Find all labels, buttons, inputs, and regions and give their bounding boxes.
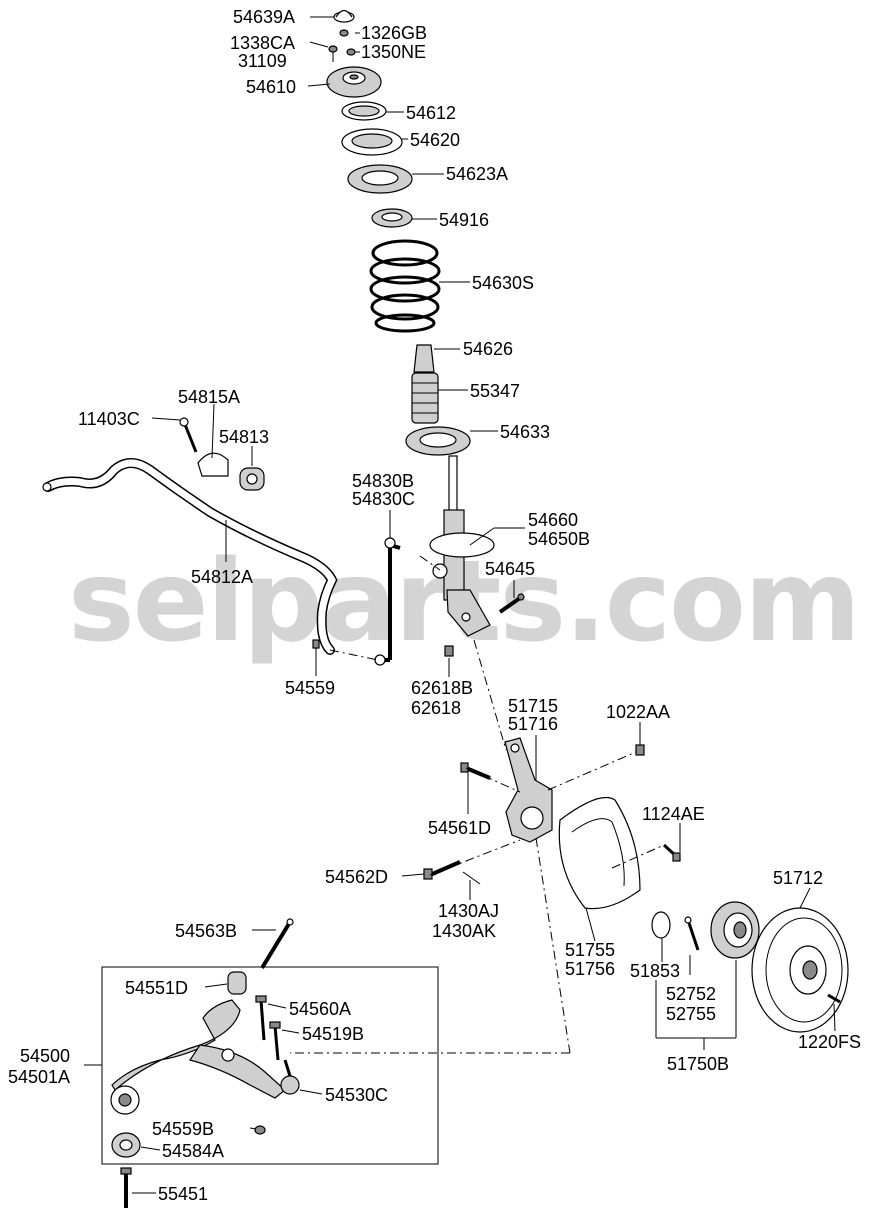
label-1220FS: 1220FS bbox=[798, 1032, 861, 1052]
label-54916: 54916 bbox=[439, 210, 489, 230]
nut-1022AA[interactable] bbox=[635, 744, 645, 756]
bumper-54916[interactable] bbox=[371, 208, 413, 228]
bolt-54563B[interactable] bbox=[260, 918, 294, 970]
brake-disc-51712[interactable] bbox=[751, 907, 849, 1033]
bolt-55451[interactable] bbox=[120, 1167, 132, 1208]
bushing-54813[interactable] bbox=[239, 467, 265, 491]
dust-boot-55347[interactable] bbox=[411, 372, 439, 424]
leader-lines bbox=[84, 16, 836, 1194]
label-54633: 54633 bbox=[500, 422, 550, 442]
screw-1220FS[interactable] bbox=[827, 993, 841, 1004]
label-54645: 54645 bbox=[485, 559, 535, 579]
label-51715: 51715 bbox=[508, 696, 558, 716]
bolt-1124AE[interactable] bbox=[662, 843, 681, 862]
cap-54639A[interactable] bbox=[333, 9, 355, 23]
label-11403C: 11403C bbox=[78, 409, 140, 429]
label-52752: 52752 bbox=[666, 984, 716, 1004]
label-1124AE: 1124AE bbox=[642, 804, 705, 824]
nut-1338CA[interactable] bbox=[328, 45, 338, 62]
knuckle-51715[interactable] bbox=[504, 737, 553, 843]
nut-62618[interactable] bbox=[444, 645, 454, 657]
label-54830B: 54830B bbox=[352, 471, 414, 491]
label-54561D: 54561D bbox=[428, 818, 491, 838]
label-54623A: 54623A bbox=[446, 164, 508, 184]
label-55347: 55347 bbox=[470, 381, 520, 401]
bolt-54645[interactable] bbox=[498, 593, 525, 614]
label-51712: 51712 bbox=[773, 868, 823, 888]
label-54500: 54500 bbox=[20, 1046, 70, 1066]
spring-54630S[interactable] bbox=[369, 239, 441, 333]
seat-54620[interactable] bbox=[341, 128, 403, 156]
label-54626: 54626 bbox=[463, 339, 513, 359]
part-labels: 54639A 1326GB 1338CA 31109 1350NE 54610 … bbox=[8, 7, 861, 1204]
label-62618: 62618 bbox=[411, 698, 461, 718]
label-54612: 54612 bbox=[406, 103, 456, 123]
label-1430AJ: 1430AJ bbox=[438, 901, 499, 921]
nut-54559B[interactable] bbox=[254, 1125, 266, 1135]
label-54551D: 54551D bbox=[125, 978, 188, 998]
nut-54559[interactable] bbox=[312, 639, 320, 649]
bracket-54815A[interactable] bbox=[197, 452, 229, 477]
dust-cover-51755[interactable] bbox=[558, 796, 641, 910]
label-1350NE: 1350NE bbox=[361, 42, 426, 62]
label-54620: 54620 bbox=[410, 130, 460, 150]
label-54815A: 54815A bbox=[178, 387, 240, 407]
nut-1326GB[interactable] bbox=[339, 29, 349, 37]
label-54562D: 54562D bbox=[325, 867, 388, 887]
label-54812A: 54812A bbox=[191, 567, 253, 587]
label-54630S: 54630S bbox=[472, 273, 534, 293]
label-62618B: 62618B bbox=[411, 678, 473, 698]
bolt-54561D[interactable] bbox=[460, 762, 491, 780]
bolt-54562D[interactable] bbox=[423, 860, 461, 880]
label-1338CA: 1338CA bbox=[230, 33, 295, 53]
label-52755: 52755 bbox=[666, 1004, 716, 1024]
label-55451: 55451 bbox=[158, 1184, 208, 1204]
nut-1350NE[interactable] bbox=[346, 48, 356, 56]
label-54563B: 54563B bbox=[175, 921, 237, 941]
bolt-54519B[interactable] bbox=[269, 1021, 281, 1061]
bushing-54584A[interactable] bbox=[111, 1132, 141, 1158]
hub-51750B[interactable] bbox=[710, 901, 760, 959]
label-1022AA: 1022AA bbox=[606, 702, 670, 722]
lower-arm-54500[interactable] bbox=[110, 999, 286, 1115]
label-54560A: 54560A bbox=[289, 999, 351, 1019]
label-1430AK: 1430AK bbox=[432, 921, 496, 941]
bump-stop-54626[interactable] bbox=[413, 344, 435, 373]
label-54650B: 54650B bbox=[528, 529, 590, 549]
label-51853: 51853 bbox=[630, 961, 680, 981]
assembly-lines bbox=[290, 555, 665, 1054]
label-54610: 54610 bbox=[246, 77, 296, 97]
bushing-54551D[interactable] bbox=[227, 971, 247, 995]
stabilizer-bar-54812A[interactable] bbox=[42, 458, 338, 655]
bolt-52752[interactable] bbox=[684, 916, 700, 951]
label-54519B: 54519B bbox=[302, 1024, 364, 1044]
label-51756: 51756 bbox=[565, 959, 615, 979]
label-54660: 54660 bbox=[528, 510, 578, 530]
label-1326GB: 1326GB bbox=[361, 23, 427, 43]
bearing-54612[interactable] bbox=[341, 101, 387, 121]
label-54559B: 54559B bbox=[152, 1119, 214, 1139]
mount-54610[interactable] bbox=[326, 66, 382, 98]
label-54584A: 54584A bbox=[162, 1141, 224, 1161]
label-54830C: 54830C bbox=[352, 489, 415, 509]
ring-51853[interactable] bbox=[651, 911, 671, 939]
label-31109: 31109 bbox=[238, 51, 287, 71]
label-54501A: 54501A bbox=[8, 1067, 70, 1087]
label-54813: 54813 bbox=[219, 427, 269, 447]
label-54639A: 54639A bbox=[233, 7, 295, 27]
label-51755: 51755 bbox=[565, 940, 615, 960]
link-54830B[interactable] bbox=[374, 537, 401, 666]
pin-1430AJ[interactable] bbox=[462, 871, 481, 885]
ball-joint-54530C[interactable] bbox=[280, 1059, 300, 1095]
bolt-11403C[interactable] bbox=[179, 417, 198, 453]
pad-54623A[interactable] bbox=[347, 164, 413, 194]
spring-seat-54633[interactable] bbox=[405, 426, 471, 456]
label-54559: 54559 bbox=[285, 678, 335, 698]
bolt-54560A[interactable] bbox=[255, 995, 267, 1041]
label-51750B: 51750B bbox=[667, 1054, 729, 1074]
label-54530C: 54530C bbox=[325, 1085, 388, 1105]
label-51716: 51716 bbox=[508, 714, 558, 734]
